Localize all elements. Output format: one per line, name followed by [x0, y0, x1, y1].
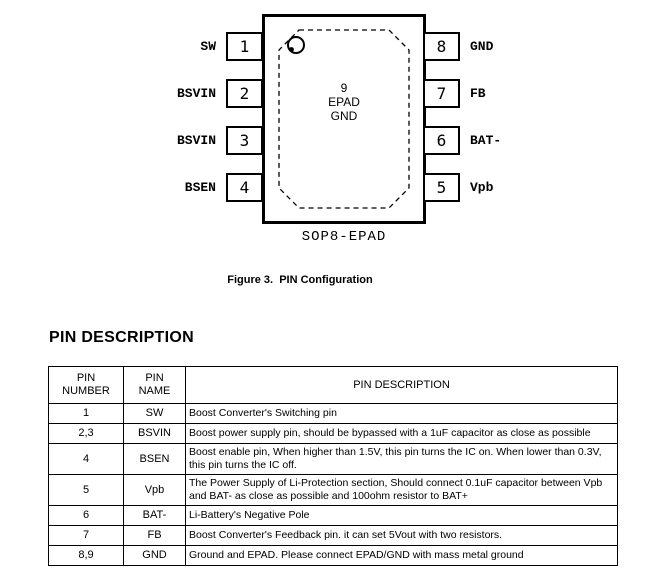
pin-label-fb: FB: [470, 86, 486, 101]
table-body: 1 SW Boost Converter's Switching pin 2,3…: [48, 403, 618, 566]
pin-description-cell: Boost Converter's Switching pin: [185, 403, 618, 424]
pin-label-vpb: Vpb: [470, 180, 494, 195]
package-name-label: SOP8-EPAD: [301, 229, 387, 245]
pin-box-3: 3: [226, 126, 263, 155]
pin-name-cell: FB: [123, 525, 186, 546]
col-header-pin-description: PIN DESCRIPTION: [185, 366, 618, 404]
pin-description-cell: Boost power supply pin, should be bypass…: [185, 423, 618, 444]
pin-number-cell: 7: [48, 525, 124, 546]
pin-label-gnd: GND: [470, 39, 494, 54]
ic-package-body: 9 EPAD GND: [262, 14, 426, 224]
pin-box-7: 7: [423, 79, 460, 108]
table-row: 1 SW Boost Converter's Switching pin: [48, 403, 618, 424]
pin-label-sw: SW: [200, 39, 216, 54]
pin-name-cell: BAT-: [123, 505, 186, 526]
pin-box-4: 4: [226, 173, 263, 202]
pin1-marker-dot-icon: [289, 47, 294, 52]
pin-number-cell: 4: [48, 443, 124, 475]
table-row: 8,9 GND Ground and EPAD. Please connect …: [48, 545, 618, 566]
pin-description-cell: Boost Converter's Feedback pin. it can s…: [185, 525, 618, 546]
epad-label-line2: GND: [330, 109, 358, 123]
pin-name-cell: BSVIN: [123, 423, 186, 444]
pin-label-bsvin: BSVIN: [176, 86, 216, 101]
pin-label-bsvin2: BSVIN: [176, 133, 216, 148]
pin-number-cell: 8,9: [48, 545, 124, 566]
header-line: NAME: [138, 385, 171, 397]
pin-name-cell: Vpb: [123, 474, 186, 506]
pin-number-cell: 6: [48, 505, 124, 526]
pin-box-8: 8: [423, 32, 460, 61]
pin-box-2: 2: [226, 79, 263, 108]
header-line: PIN: [76, 372, 96, 384]
pin-description-cell: Boost enable pin, When higher than 1.5V,…: [185, 443, 618, 475]
pin-box-1: 1: [226, 32, 263, 61]
pin-description-cell: Li-Battery's Negative Pole: [185, 505, 618, 526]
pin-description-cell: Ground and EPAD. Please connect EPAD/GND…: [185, 545, 618, 566]
pin-name-cell: GND: [123, 545, 186, 566]
header-line: PIN: [145, 372, 164, 384]
table-row: 6 BAT- Li-Battery's Negative Pole: [48, 505, 618, 526]
col-header-pin-number: PIN NUMBER: [48, 366, 124, 404]
table-header-row: PIN NUMBER PIN NAME PIN DESCRIPTION: [48, 366, 618, 404]
section-title: PIN DESCRIPTION: [49, 329, 194, 346]
pin-name-cell: BSEN: [123, 443, 186, 475]
pin-number-cell: 1: [48, 403, 124, 424]
figure-caption: Figure 3. PIN Configuration: [227, 274, 373, 286]
table-row: 5 Vpb The Power Supply of Li-Protection …: [48, 474, 618, 506]
pin-description-table: PIN NUMBER PIN NAME PIN DESCRIPTION 1 SW…: [48, 366, 618, 566]
epad-dashed-outline-icon: [278, 29, 410, 209]
pin-box-6: 6: [423, 126, 460, 155]
table-row: 7 FB Boost Converter's Feedback pin. it …: [48, 525, 618, 546]
pin-label-bsen: BSEN: [184, 180, 216, 195]
pin-name-cell: SW: [123, 403, 186, 424]
table-row: 4 BSEN Boost enable pin, When higher tha…: [48, 443, 618, 475]
pin-description-cell: The Power Supply of Li-Protection sectio…: [185, 474, 618, 506]
pin-label-bat: BAT-: [470, 133, 502, 148]
epad-label: 9 EPAD GND: [265, 81, 423, 123]
col-header-pin-name: PIN NAME: [123, 366, 186, 404]
table-row: 2,3 BSVIN Boost power supply pin, should…: [48, 423, 618, 444]
table-header: PIN NUMBER PIN NAME PIN DESCRIPTION: [48, 366, 618, 404]
epad-label-line1: EPAD: [328, 95, 360, 109]
pin-number-cell: 2,3: [48, 423, 124, 444]
header-line: NUMBER: [62, 385, 110, 397]
pin-box-5: 5: [423, 173, 460, 202]
pin-number-cell: 5: [48, 474, 124, 506]
pin1-marker-icon: [287, 36, 305, 54]
epad-pin-number: 9: [340, 81, 348, 95]
